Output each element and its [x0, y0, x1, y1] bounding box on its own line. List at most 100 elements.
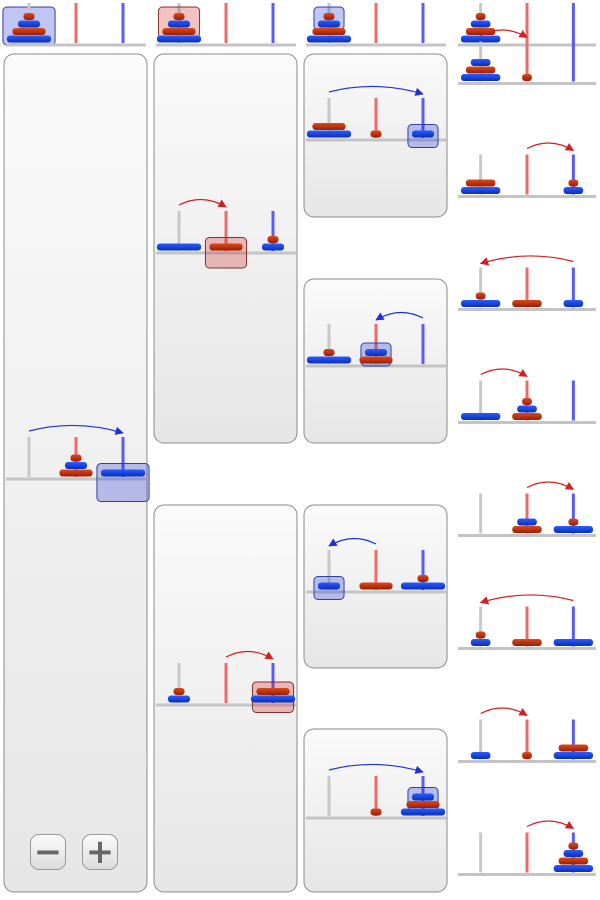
disk-1 [568, 179, 579, 187]
disk-2 [411, 130, 435, 138]
move-arrow [28, 424, 124, 435]
disk-3 [558, 857, 589, 865]
disk-2 [563, 300, 584, 307]
move-arrow [526, 142, 575, 152]
disk-3 [162, 28, 196, 35]
disk-4 [100, 469, 146, 477]
disk-1 [70, 454, 82, 462]
disk-4 [306, 130, 352, 138]
hanoi-state [458, 29, 596, 85]
move-arrow [479, 255, 574, 266]
hanoi-state [156, 3, 296, 47]
minus-icon: − [33, 832, 63, 872]
disk-1 [475, 292, 486, 300]
disk-2 [317, 20, 341, 28]
disk-1 [370, 808, 382, 816]
disk-2 [470, 752, 491, 759]
disk-3 [512, 526, 542, 533]
disk-2 [517, 518, 537, 526]
hanoi-state [458, 707, 596, 763]
disk-3 [512, 300, 542, 307]
hanoi-state [6, 3, 146, 47]
move-arrow [225, 650, 274, 660]
hanoi-state [458, 594, 596, 650]
disk-1 [370, 130, 382, 138]
disk-3 [12, 28, 46, 35]
disk-3 [359, 582, 393, 590]
disk-3 [465, 28, 496, 35]
disk-4 [553, 865, 594, 872]
move-arrow [328, 537, 377, 547]
hanoi-state [156, 650, 296, 713]
disk-3 [512, 639, 542, 646]
hanoi-state [156, 198, 296, 269]
disk-4 [250, 695, 296, 703]
disk-1 [173, 13, 185, 20]
disk-2 [364, 349, 388, 356]
disk-4 [553, 752, 594, 759]
disk-1 [323, 13, 335, 20]
disk-1 [323, 349, 335, 356]
hanoi-state [6, 424, 150, 502]
disk-3 [59, 469, 93, 477]
disk-1 [417, 575, 429, 582]
hanoi-state [458, 3, 596, 47]
disk-3 [209, 243, 243, 251]
plus-icon: + [85, 832, 115, 872]
zoom-out-button[interactable]: − [30, 834, 66, 870]
hanoi-state [458, 142, 596, 198]
disk-1 [267, 236, 279, 243]
disk-1 [173, 688, 185, 695]
move-arrow [328, 763, 424, 774]
disk-2 [17, 20, 41, 28]
disk-4 [156, 35, 202, 43]
move-arrow [480, 368, 528, 378]
disk-2 [470, 20, 491, 28]
disk-2 [517, 405, 537, 413]
disk-3 [312, 28, 346, 35]
disk-2 [261, 243, 285, 251]
disk-4 [156, 243, 202, 251]
disk-4 [400, 582, 446, 590]
hanoi-state [458, 820, 596, 876]
disk-4 [460, 74, 501, 81]
disk-2 [411, 793, 435, 801]
disk-4 [460, 300, 501, 307]
disk-2 [64, 462, 88, 469]
disk-2 [317, 582, 341, 590]
move-arrow [479, 594, 574, 605]
disk-2 [167, 20, 191, 28]
moved-subtower-highlight [204, 237, 248, 269]
disk-1 [475, 631, 486, 639]
disk-2 [167, 695, 191, 703]
zoom-in-button[interactable]: + [82, 834, 118, 870]
disk-1 [522, 398, 532, 405]
disk-2 [563, 850, 584, 857]
move-arrow [526, 481, 575, 491]
hanoi-state [458, 255, 596, 311]
disk-3 [312, 123, 346, 130]
hanoi-state [306, 537, 446, 600]
disk-3 [359, 356, 393, 364]
disk-4 [400, 808, 446, 816]
zoom-controls: − + [30, 834, 120, 872]
disk-4 [306, 35, 352, 43]
move-arrow [178, 198, 227, 208]
disk-4 [460, 187, 501, 194]
disk-1 [522, 752, 532, 759]
hanoi-state [306, 3, 446, 47]
disk-3 [512, 413, 542, 420]
disk-4 [6, 35, 52, 43]
disk-1 [568, 842, 579, 850]
moved-subtower-highlight [96, 463, 150, 502]
disk-1 [568, 518, 579, 526]
hanoi-state [306, 763, 446, 820]
disk-3 [558, 744, 589, 752]
hanoi-state [306, 311, 446, 368]
move-arrow [375, 311, 424, 321]
move-arrow [480, 29, 528, 39]
disk-2 [470, 639, 491, 646]
move-arrow [526, 820, 575, 830]
disk-3 [256, 688, 290, 695]
